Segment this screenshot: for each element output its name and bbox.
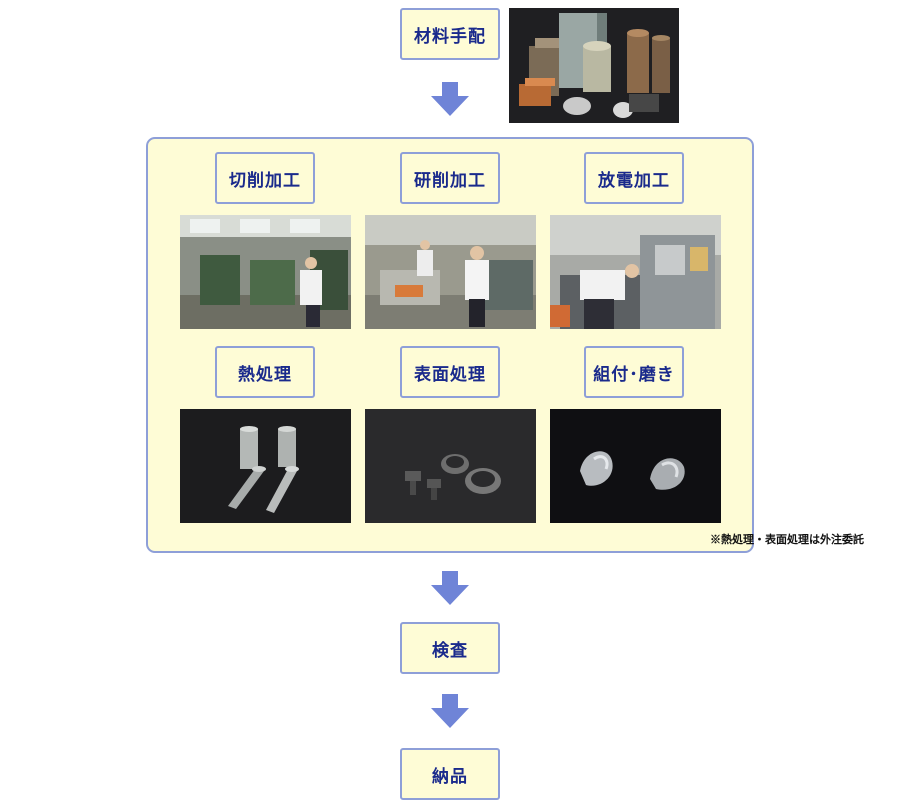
step-edm: 放電加工 (584, 152, 684, 204)
grinding-photo (365, 215, 536, 329)
heat-treated-parts-photo (180, 409, 351, 523)
step-grinding: 研削加工 (400, 152, 500, 204)
edm-photo (550, 215, 721, 329)
assembled-polished-parts-photo (550, 409, 721, 523)
outsourcing-note: ※熱処理・表面処理は外注委託 (710, 533, 864, 546)
step-material: 材料手配 (400, 8, 500, 60)
surface-treated-parts-photo (365, 409, 536, 523)
step-cutting: 切削加工 (215, 152, 315, 204)
materials-photo (509, 8, 679, 123)
down-arrow-icon (431, 571, 469, 605)
step-assembly-polishing: 組付･磨き (584, 346, 684, 398)
step-heat-treatment: 熱処理 (215, 346, 315, 398)
down-arrow-icon (431, 82, 469, 116)
step-surface-treatment: 表面処理 (400, 346, 500, 398)
cutting-photo (180, 215, 351, 329)
step-delivery: 納品 (400, 748, 500, 800)
down-arrow-icon (431, 694, 469, 728)
step-inspection: 検査 (400, 622, 500, 674)
